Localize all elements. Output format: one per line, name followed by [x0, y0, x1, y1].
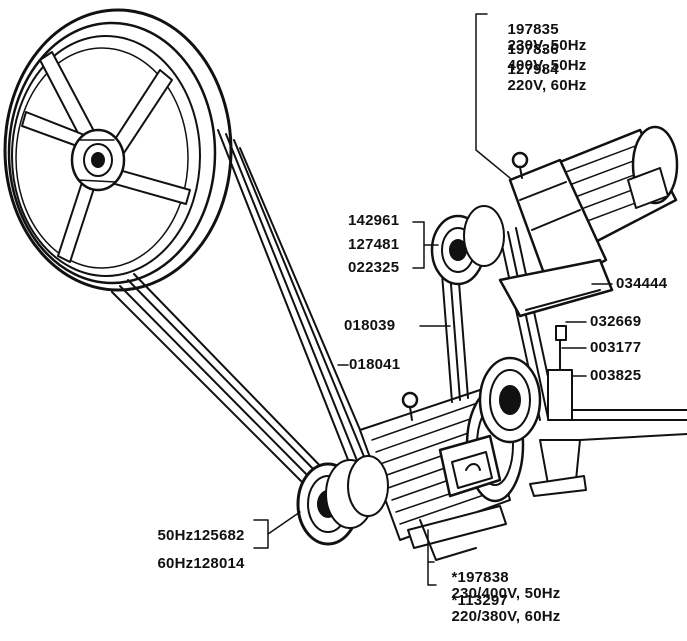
leader-lines	[253, 13, 613, 586]
belt-outer-label: 018041	[349, 356, 401, 373]
small-pulley-part-1: 125682	[193, 527, 245, 544]
motor-top-line-2: 197836 400V, 50Hz	[490, 26, 587, 90]
motor-bottom-line-2: *113297 220/380V, 60Hz	[434, 577, 561, 641]
pulley-group-label-1: 142961	[348, 212, 400, 229]
motor-top-part-3: 127984	[507, 61, 559, 78]
fastener-label-3: 003825	[590, 367, 642, 384]
fastener-label-2: 003177	[590, 339, 642, 356]
pulley-group-label-2: 127481	[348, 236, 400, 253]
belt-inner-label: 018039	[344, 317, 396, 334]
motor-bottom-spec-2: 220/380V, 60Hz	[451, 608, 561, 625]
small-pulley-freq-2: 60Hz	[157, 555, 194, 572]
large-flywheel	[3, 8, 233, 292]
small-pulley-line-2: 60Hz128014	[140, 540, 245, 588]
motor-top-line-3: 127984 220V, 60Hz	[490, 46, 587, 110]
motor-top-part-2: 197836	[507, 41, 559, 58]
bracket-label: 034444	[616, 275, 668, 292]
motor-top-part-1: 197835	[507, 21, 559, 38]
belt-drive-illustration	[3, 8, 687, 586]
small-pulley-freq-1: 50Hz	[157, 527, 194, 544]
motor-bottom-part-1: *197838	[451, 569, 509, 586]
long-belts	[111, 129, 379, 487]
middle-pulley	[478, 356, 542, 444]
small-pulley-part-2: 128014	[193, 555, 245, 572]
motor-bottom-spec-1: 230/400V, 50Hz	[451, 585, 561, 602]
motor-top-spec-2: 400V, 50Hz	[507, 57, 587, 74]
small-pulley-line-1: 50Hz125682	[140, 512, 245, 560]
parts-diagram: 197835 230V, 50Hz 197836 400V, 50Hz 1279…	[3, 6, 687, 625]
motor-top-spec-1: 230V, 50Hz	[507, 37, 587, 54]
pulley-group-label-3: 022325	[348, 259, 400, 276]
fastener-label-1: 032669	[590, 313, 642, 330]
support-frame	[529, 325, 687, 497]
motor-bottom-line-1: *197838 230/400V, 50Hz	[434, 554, 561, 618]
small-pulley	[296, 455, 389, 546]
top-motor	[430, 125, 679, 318]
motor-top-spec-3: 220V, 60Hz	[507, 77, 587, 94]
motor-top-line-1: 197835 230V, 50Hz	[490, 6, 587, 70]
